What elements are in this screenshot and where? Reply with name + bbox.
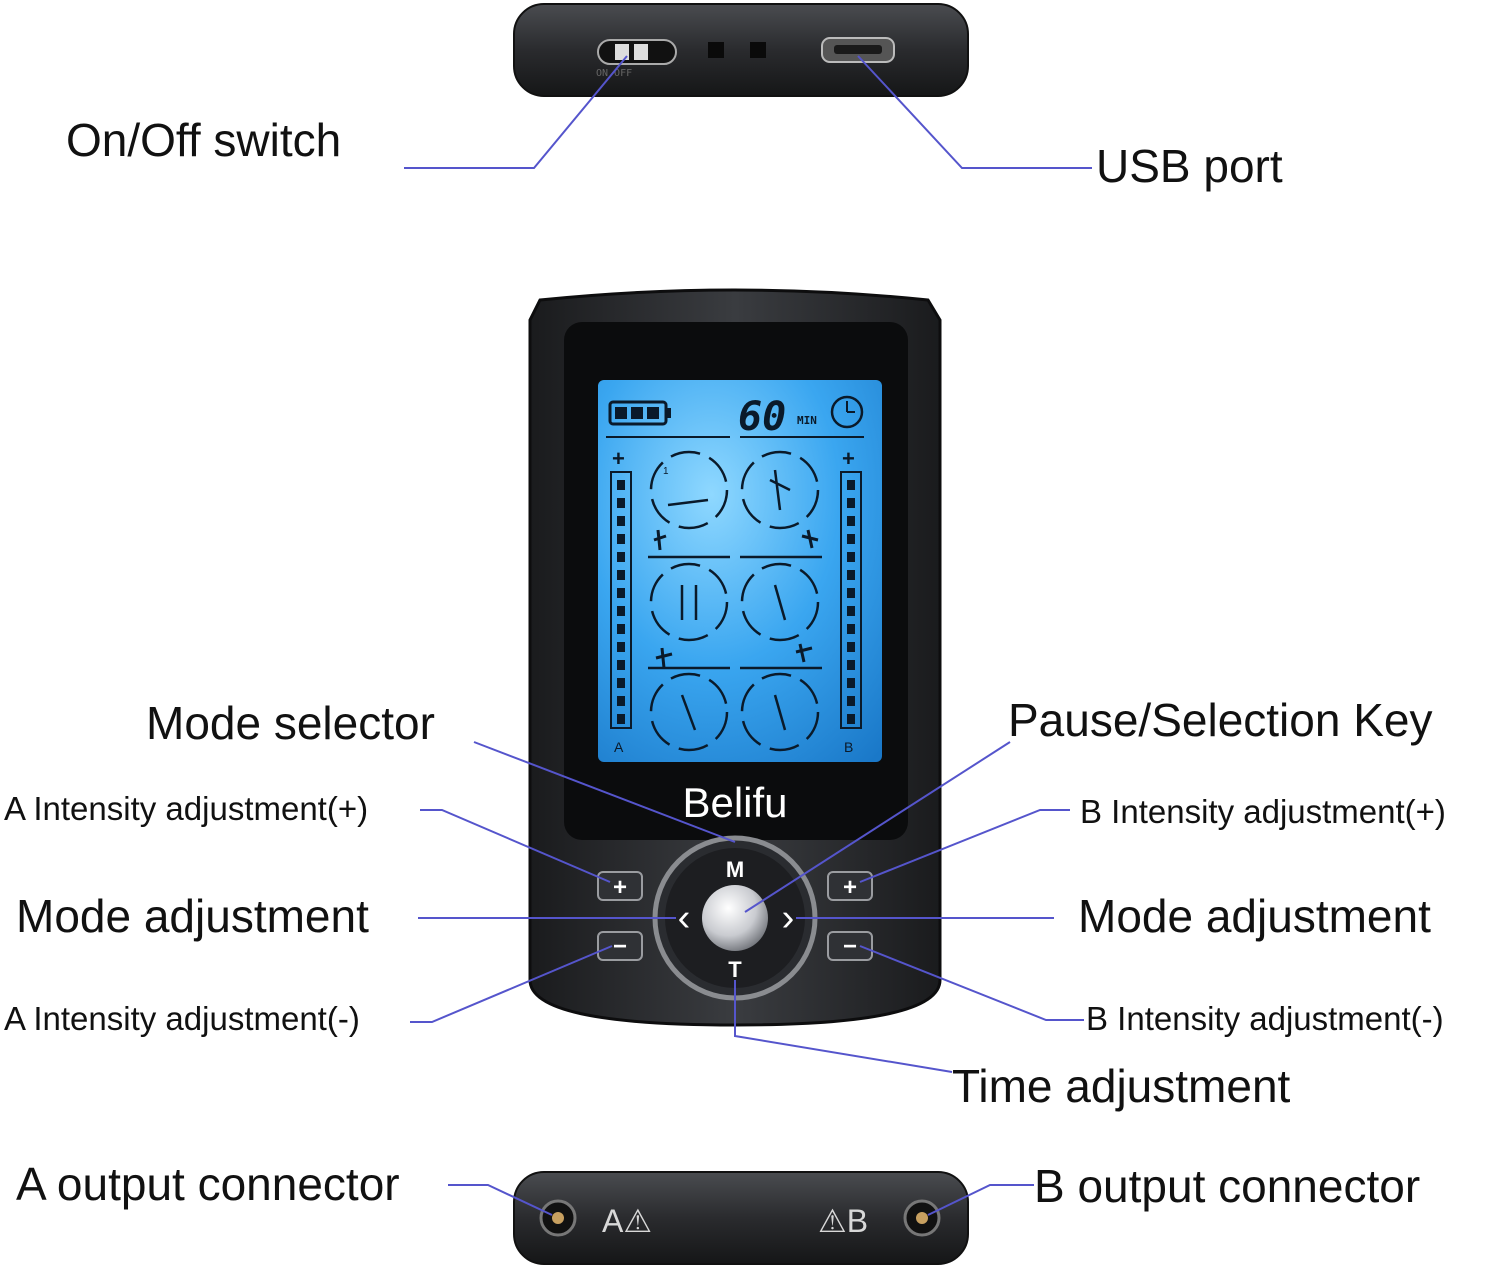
switch-text: ON OFF — [596, 68, 632, 79]
a-plus-button[interactable]: + — [597, 871, 643, 901]
device-front: 60 MIN + A + B — [528, 288, 942, 1027]
b-plus-button[interactable]: + — [827, 871, 873, 901]
channel-a-level-bar: + A — [610, 446, 632, 755]
indicator-hole — [750, 42, 766, 58]
svg-text:+: + — [842, 446, 855, 471]
mode-adjustment-right-label: Mode adjustment — [1078, 890, 1431, 942]
svg-text:−: − — [843, 933, 857, 960]
a-intensity-minus-label: A Intensity adjustment(-) — [4, 1000, 360, 1037]
b-minus-button[interactable]: − — [827, 931, 873, 961]
channel-b-level-bar: + B — [840, 446, 862, 755]
connector-b-label: ⚠B — [818, 1203, 868, 1239]
device-top-view: ON OFF — [513, 3, 969, 97]
mode-grid — [648, 450, 822, 752]
connector-a-label: A⚠ — [602, 1203, 652, 1239]
mode-selector-label: Mode selector — [146, 697, 435, 749]
leader-lines — [404, 55, 1092, 1216]
control-pad: M T ‹ › — [652, 835, 818, 1001]
device-bottom-view: A⚠ ⚠B — [513, 1171, 969, 1265]
mode-number: 1 — [663, 466, 669, 477]
battery-icon — [608, 400, 671, 426]
brand-logo: Belifu — [682, 779, 787, 826]
svg-text:−: − — [613, 933, 627, 960]
channel-b-label: B — [844, 739, 853, 755]
lcd-display — [598, 380, 882, 762]
timer-unit: MIN — [797, 414, 817, 427]
mode-right-button[interactable]: › — [782, 897, 795, 939]
timer-value: 60 — [738, 394, 786, 440]
on-off-switch-label: On/Off switch — [66, 114, 342, 166]
a-output-connector-label: A output connector — [16, 1158, 400, 1210]
svg-text:+: + — [613, 874, 627, 901]
pause-selection-key-label: Pause/Selection Key — [1008, 694, 1433, 746]
mode-adjustment-left-label: Mode adjustment — [16, 890, 369, 942]
usb-port-label: USB port — [1096, 140, 1283, 192]
mode-selector-button[interactable]: M — [726, 857, 744, 882]
pause-selection-key[interactable] — [702, 885, 768, 951]
a-minus-button[interactable]: − — [597, 931, 643, 961]
indicator-hole — [708, 42, 724, 58]
b-output-connector-label: B output connector — [1034, 1160, 1421, 1212]
time-adjustment-label: Time adjustment — [952, 1060, 1291, 1112]
clock-icon — [830, 395, 864, 429]
channel-a-label: A — [614, 739, 624, 755]
b-intensity-plus-label: B Intensity adjustment(+) — [1080, 793, 1446, 830]
mode-left-button[interactable]: ‹ — [678, 897, 691, 939]
svg-text:+: + — [612, 446, 625, 471]
b-intensity-minus-label: B Intensity adjustment(-) — [1086, 1000, 1444, 1037]
time-adjustment-button[interactable]: T — [728, 957, 742, 982]
svg-text:+: + — [843, 874, 857, 901]
figure-icon — [653, 529, 819, 669]
a-intensity-plus-label: A Intensity adjustment(+) — [4, 790, 369, 827]
